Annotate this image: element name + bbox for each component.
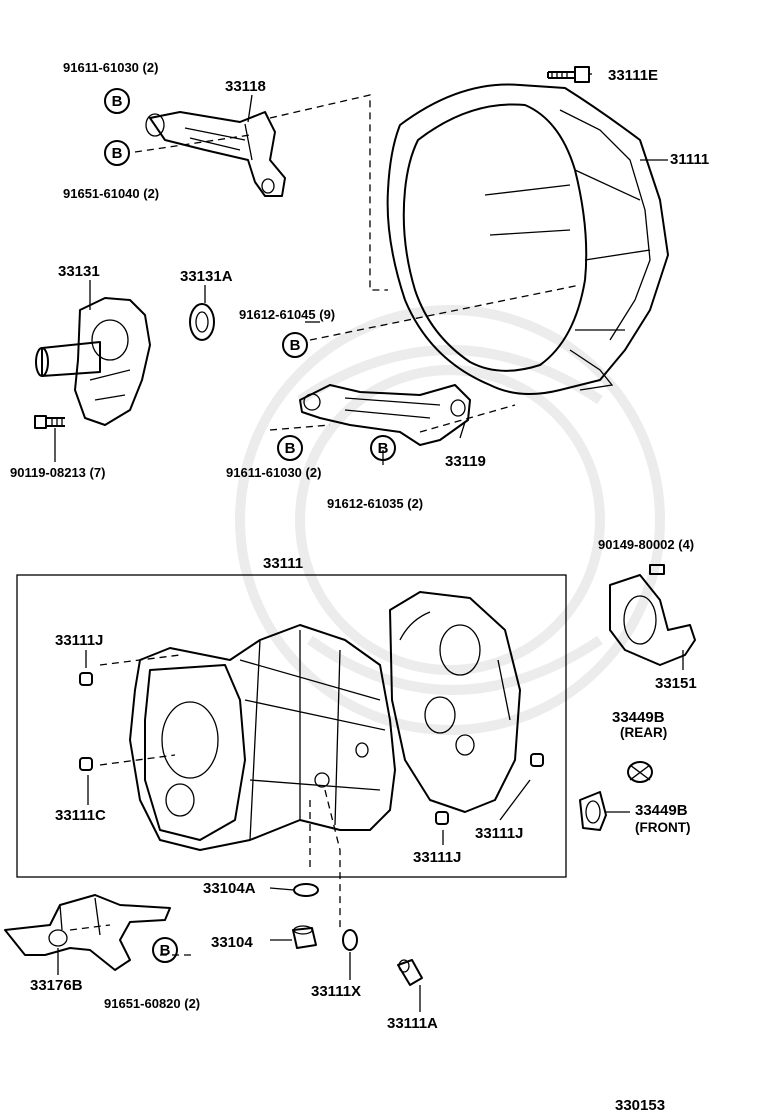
bolt-marker-3[interactable]: B (282, 332, 308, 358)
label-33151: 33151 (655, 675, 697, 692)
bracket-33118[interactable] (145, 111, 286, 197)
svg-text:B: B (285, 440, 296, 457)
label-33111C: 33111C (55, 807, 106, 824)
sensor-33111A[interactable] (397, 959, 423, 986)
label-90149-80002: 90149-80002 (4) (598, 537, 694, 552)
label-33131: 33131 (58, 263, 100, 280)
label-33111: 33111 (263, 555, 303, 572)
dowel-pins[interactable] (79, 672, 544, 825)
label-33131A: 33131A (180, 268, 233, 285)
bearing-retainer-33131[interactable] (35, 297, 151, 426)
bolt-33111E[interactable] (547, 66, 590, 83)
cover-33151[interactable] (609, 564, 696, 666)
label-33111A: 33111A (387, 1015, 438, 1032)
label-33119: 33119 (445, 453, 486, 470)
label-91611-61030-bot: 91611-61030 (2) (226, 465, 321, 480)
assembly-box-33111 (16, 574, 567, 878)
label-91651-61040: 91651-61040 (2) (63, 186, 159, 201)
bolt-marker-1[interactable]: B (104, 88, 130, 114)
label-91612-61035: 91612-61035 (2) (327, 496, 423, 511)
label-33104: 33104 (211, 934, 253, 951)
plug-33104[interactable] (292, 925, 317, 949)
label-33111J-c: 33111J (413, 849, 461, 866)
oil-seal-33131A[interactable] (189, 303, 215, 341)
label-33111E: 33111E (608, 67, 658, 84)
clip-33449B-front[interactable] (579, 791, 607, 831)
label-91612-61045: 91612-61045 (9) (239, 307, 335, 322)
label-33104A: 33104A (203, 880, 256, 897)
bracket-33176B[interactable] (4, 894, 171, 971)
label-front: (FRONT) (635, 820, 690, 835)
label-31111: 31111 (670, 151, 709, 168)
svg-text:B: B (160, 942, 171, 959)
label-33449B-front: 33449B (635, 802, 688, 819)
svg-text:B: B (290, 337, 301, 354)
label-33176B: 33176B (30, 977, 83, 994)
reference-number: 330153 (615, 1097, 665, 1112)
bracket-33119[interactable] (299, 384, 471, 446)
watermark-emblem (235, 305, 665, 735)
bolt-marker-2[interactable]: B (104, 140, 130, 166)
bolt-marker-4[interactable]: B (277, 435, 303, 461)
svg-text:B: B (112, 145, 123, 162)
label-33111J-b: 33111J (475, 825, 523, 842)
label-33449B-rear: 33449B (612, 709, 665, 726)
bolt-marker-6[interactable]: B (152, 937, 178, 963)
o-ring-33111X[interactable] (342, 929, 358, 951)
dashed-leader-lines (69, 94, 581, 956)
clip-33449B-rear[interactable] (627, 761, 653, 783)
gasket-33104A[interactable] (293, 883, 319, 897)
label-91651-60820: 91651-60820 (2) (104, 996, 200, 1011)
svg-text:B: B (378, 440, 389, 457)
clutch-housing-31111[interactable] (386, 83, 669, 395)
adapter-plate[interactable] (389, 591, 521, 813)
svg-text:B: B (112, 93, 123, 110)
label-rear: (REAR) (620, 725, 667, 740)
transmission-case-33111[interactable] (129, 624, 396, 851)
label-33111J-a: 33111J (55, 632, 103, 649)
bolt-90119-08213[interactable] (34, 415, 65, 429)
label-33118: 33118 (225, 78, 266, 95)
label-33111X: 33111X (311, 983, 361, 1000)
label-91611-61030-top: 91611-61030 (2) (63, 60, 158, 75)
bolt-marker-5[interactable]: B (370, 435, 396, 461)
label-90119-08213: 90119-08213 (7) (10, 465, 105, 480)
leader-lines (54, 73, 684, 1012)
